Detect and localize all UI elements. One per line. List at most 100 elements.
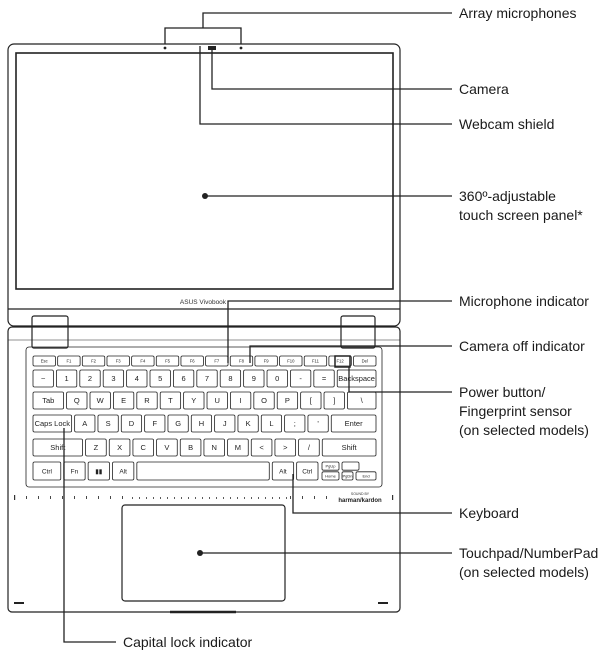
bezel-logo: ASUS Vivobook xyxy=(180,299,227,306)
key-top-row-1-label: Q xyxy=(74,396,80,405)
key-bottom-row-4-label: V xyxy=(164,443,169,452)
key-num-row-10: 0 xyxy=(266,369,288,388)
key-num-row-12: = xyxy=(313,369,335,388)
key-top-row-7-label: U xyxy=(215,396,220,405)
key-bottom-row-6-label: N xyxy=(212,443,217,452)
key-top-row-3-label: E xyxy=(121,396,126,405)
key-space-row-3: Alt xyxy=(112,461,135,481)
label-array-microphones: Array microphones xyxy=(459,5,577,21)
key-top-row-4-label: R xyxy=(144,396,150,405)
key-space-row-2-label: ▮▮ xyxy=(95,468,103,475)
key-num-row-12-label: = xyxy=(322,374,327,383)
key-bottom-row-9: > xyxy=(274,438,296,457)
power-button-highlight xyxy=(334,355,351,368)
leader-camera xyxy=(211,46,452,90)
key-top-row-5-label: T xyxy=(168,396,173,405)
label-microphone-indicator: Microphone indicator xyxy=(459,293,589,309)
key-num-row-7-label: 7 xyxy=(205,374,209,383)
key-num-row-7: 7 xyxy=(196,369,218,388)
key-home-row-12: Enter xyxy=(330,414,377,433)
keyboard-deck xyxy=(25,346,383,488)
key-top-row-12: ] xyxy=(323,391,345,410)
key-fn-11-label: F11 xyxy=(312,358,320,363)
key-num-row-8: 8 xyxy=(219,369,242,388)
key-top-row-9-label: O xyxy=(261,396,267,405)
key-home-row-10-label: ; xyxy=(294,419,296,428)
key-fn-8: F8 xyxy=(229,355,254,367)
key-bottom-row-3-label: C xyxy=(141,443,147,452)
label-touchpad: Touchpad/NumberPad (on selected models) xyxy=(459,545,599,580)
key-bottom-row-10-label: / xyxy=(308,443,311,452)
key-fn-5: F5 xyxy=(155,355,180,367)
key-top-row-8-label: I xyxy=(240,396,242,405)
key-num-row-9-label: 9 xyxy=(252,374,256,383)
key-top-row-13: \ xyxy=(347,391,377,410)
label-keyboard: Keyboard xyxy=(459,505,519,521)
key-num-row-6-label: 6 xyxy=(182,374,186,383)
leader-webcam-shield xyxy=(199,46,452,125)
key-top-row-12-label: ] xyxy=(333,396,335,405)
key-fn-6-label: F6 xyxy=(190,358,196,363)
key-top-row-10: P xyxy=(276,391,299,410)
key-fn-10: F10 xyxy=(279,355,303,367)
key-num-row-1: 1 xyxy=(56,369,78,388)
key-home-row-5-label: G xyxy=(175,419,181,428)
key-space-row-4 xyxy=(136,461,270,481)
leader-array-mic xyxy=(164,27,242,44)
key-num-row-6: 6 xyxy=(173,369,195,388)
key-num-row-5: 5 xyxy=(149,369,171,388)
key-num-row-0: ~ xyxy=(32,369,54,388)
key-fn-9: F9 xyxy=(254,355,278,367)
key-bottom-row-8-label: < xyxy=(259,443,264,452)
leader-keyboard xyxy=(292,474,452,514)
key-num-row-2-label: 2 xyxy=(88,374,92,383)
key-fn-5-label: F5 xyxy=(165,358,171,363)
key-num-row-1-label: 1 xyxy=(65,374,69,383)
key-top-row-0: Tab xyxy=(32,391,65,410)
leader-cam-off xyxy=(249,345,452,363)
key-space-row-5-label: Alt xyxy=(279,468,287,475)
label-power-button: Power button/ Fingerprint sensor (on sel… xyxy=(459,384,589,438)
key-fn-0: Esc xyxy=(32,355,56,367)
key-fn-8-label: F8 xyxy=(239,358,245,363)
key-top-row-1: Q xyxy=(66,391,88,410)
key-home-row-6: H xyxy=(190,414,213,433)
hinge-right xyxy=(340,315,376,349)
key-home-row-1: A xyxy=(74,414,96,433)
key-home-row-2: S xyxy=(97,414,119,433)
key-space-row-6-label: Ctrl xyxy=(302,468,313,475)
key-arrow-up-right xyxy=(341,461,360,471)
key-fn-4-label: F4 xyxy=(140,358,146,363)
key-fn-3: F3 xyxy=(106,355,130,367)
key-top-row-3: E xyxy=(113,391,135,410)
key-fn-3-label: F3 xyxy=(116,358,122,363)
key-num-row-4: 4 xyxy=(126,369,148,388)
key-top-row-4: R xyxy=(136,391,158,410)
key-bottom-row-5-label: B xyxy=(188,443,193,452)
key-home-row-8-label: K xyxy=(246,419,251,428)
key-fn-7-label: F7 xyxy=(214,358,220,363)
key-top-row-2: W xyxy=(89,391,111,410)
speaker-logo-top: SOUND BY xyxy=(351,492,370,496)
key-fn-2-label: F2 xyxy=(91,358,97,363)
array-microphones xyxy=(163,46,243,50)
key-num-row-4-label: 4 xyxy=(135,374,139,383)
key-top-row-7: U xyxy=(206,391,228,410)
key-bottom-row-1-label: Z xyxy=(94,443,99,452)
speaker-logo: harman/kardon xyxy=(338,498,382,504)
key-num-row-13-label: Backspace xyxy=(338,374,375,383)
key-home-row-1-label: A xyxy=(82,419,87,428)
key-home-row-4: F xyxy=(144,414,166,433)
key-home-row-0-label: Caps Lock xyxy=(35,419,71,428)
key-space-row-6: Ctrl xyxy=(296,461,319,481)
key-num-row-0-label: ~ xyxy=(41,374,46,383)
label-camera-off-indicator: Camera off indicator xyxy=(459,338,585,354)
key-num-row-11: - xyxy=(290,369,312,388)
key-fn-11: F11 xyxy=(303,355,328,367)
key-fn-6: F6 xyxy=(180,355,204,367)
key-arrow-up: PgUp xyxy=(321,461,340,471)
key-bottom-row-5: B xyxy=(179,438,202,457)
key-num-row-11-label: - xyxy=(299,374,302,383)
key-home-row-12-label: Enter xyxy=(345,419,363,428)
